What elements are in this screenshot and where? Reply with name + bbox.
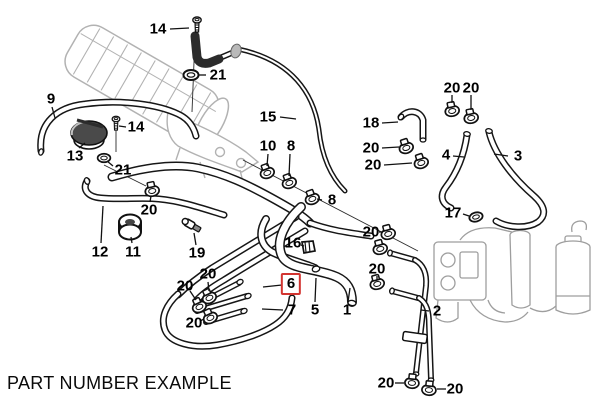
part-label-20-14[interactable]: 20 (462, 79, 480, 97)
reservoir-cap-13 (70, 118, 108, 150)
part-label-20-11[interactable]: 20 (362, 139, 380, 157)
part-label-8-8[interactable]: 8 (286, 137, 296, 155)
small-parts (70, 16, 485, 397)
hose-collar (230, 43, 242, 59)
part-label-20-13[interactable]: 20 (443, 79, 461, 97)
part-label-9-2[interactable]: 9 (46, 90, 56, 108)
part-label-20-31[interactable]: 20 (362, 223, 380, 241)
part-label-13-3[interactable]: 13 (66, 147, 84, 165)
part-label-14-4[interactable]: 14 (127, 118, 145, 136)
part-label-20-23[interactable]: 20 (199, 265, 217, 283)
part-label-14-0[interactable]: 14 (149, 20, 167, 38)
part-label-20-12[interactable]: 20 (364, 156, 382, 174)
part-label-6-26[interactable]: 6 (280, 273, 302, 295)
part-label-16-22[interactable]: 16 (284, 234, 302, 252)
part-label-18-10[interactable]: 18 (362, 114, 380, 132)
part-label-15-6[interactable]: 15 (259, 108, 277, 126)
part-label-20-34[interactable]: 20 (446, 380, 464, 398)
part-label-3-16[interactable]: 3 (513, 147, 523, 165)
part-label-5-28[interactable]: 5 (310, 301, 320, 319)
clip-16-icon (300, 240, 317, 254)
part-label-20-18[interactable]: 20 (140, 201, 158, 219)
part-label-20-33[interactable]: 20 (377, 374, 395, 392)
part-label-10-7[interactable]: 10 (259, 137, 277, 155)
part-label-2-30[interactable]: 2 (432, 302, 442, 320)
connector-19-icon (181, 217, 202, 233)
part-label-19-21[interactable]: 19 (188, 244, 206, 262)
part-label-20-25[interactable]: 20 (185, 314, 203, 332)
filler-elbow-fitting (190, 31, 224, 68)
hoses (37, 46, 548, 382)
part-label-11-20[interactable]: 11 (125, 243, 141, 261)
part-label-8-9[interactable]: 8 (327, 191, 337, 209)
grommet-11-icon (118, 213, 142, 241)
part-label-12-19[interactable]: 12 (91, 243, 109, 261)
part-label-20-24[interactable]: 20 (176, 277, 194, 295)
part-label-1-29[interactable]: 1 (342, 301, 352, 319)
part-label-7-27[interactable]: 7 (287, 301, 297, 319)
part-label-21-1[interactable]: 21 (209, 66, 227, 84)
caption-text: PART NUMBER EXAMPLE (7, 373, 232, 393)
hose-2-bracket (401, 330, 428, 345)
part-label-20-32[interactable]: 20 (368, 260, 386, 278)
pump-assembly (433, 220, 591, 323)
part-label-21-5[interactable]: 21 (114, 161, 132, 179)
part-label-4-15[interactable]: 4 (441, 146, 451, 164)
part-label-17-17[interactable]: 17 (444, 204, 462, 222)
